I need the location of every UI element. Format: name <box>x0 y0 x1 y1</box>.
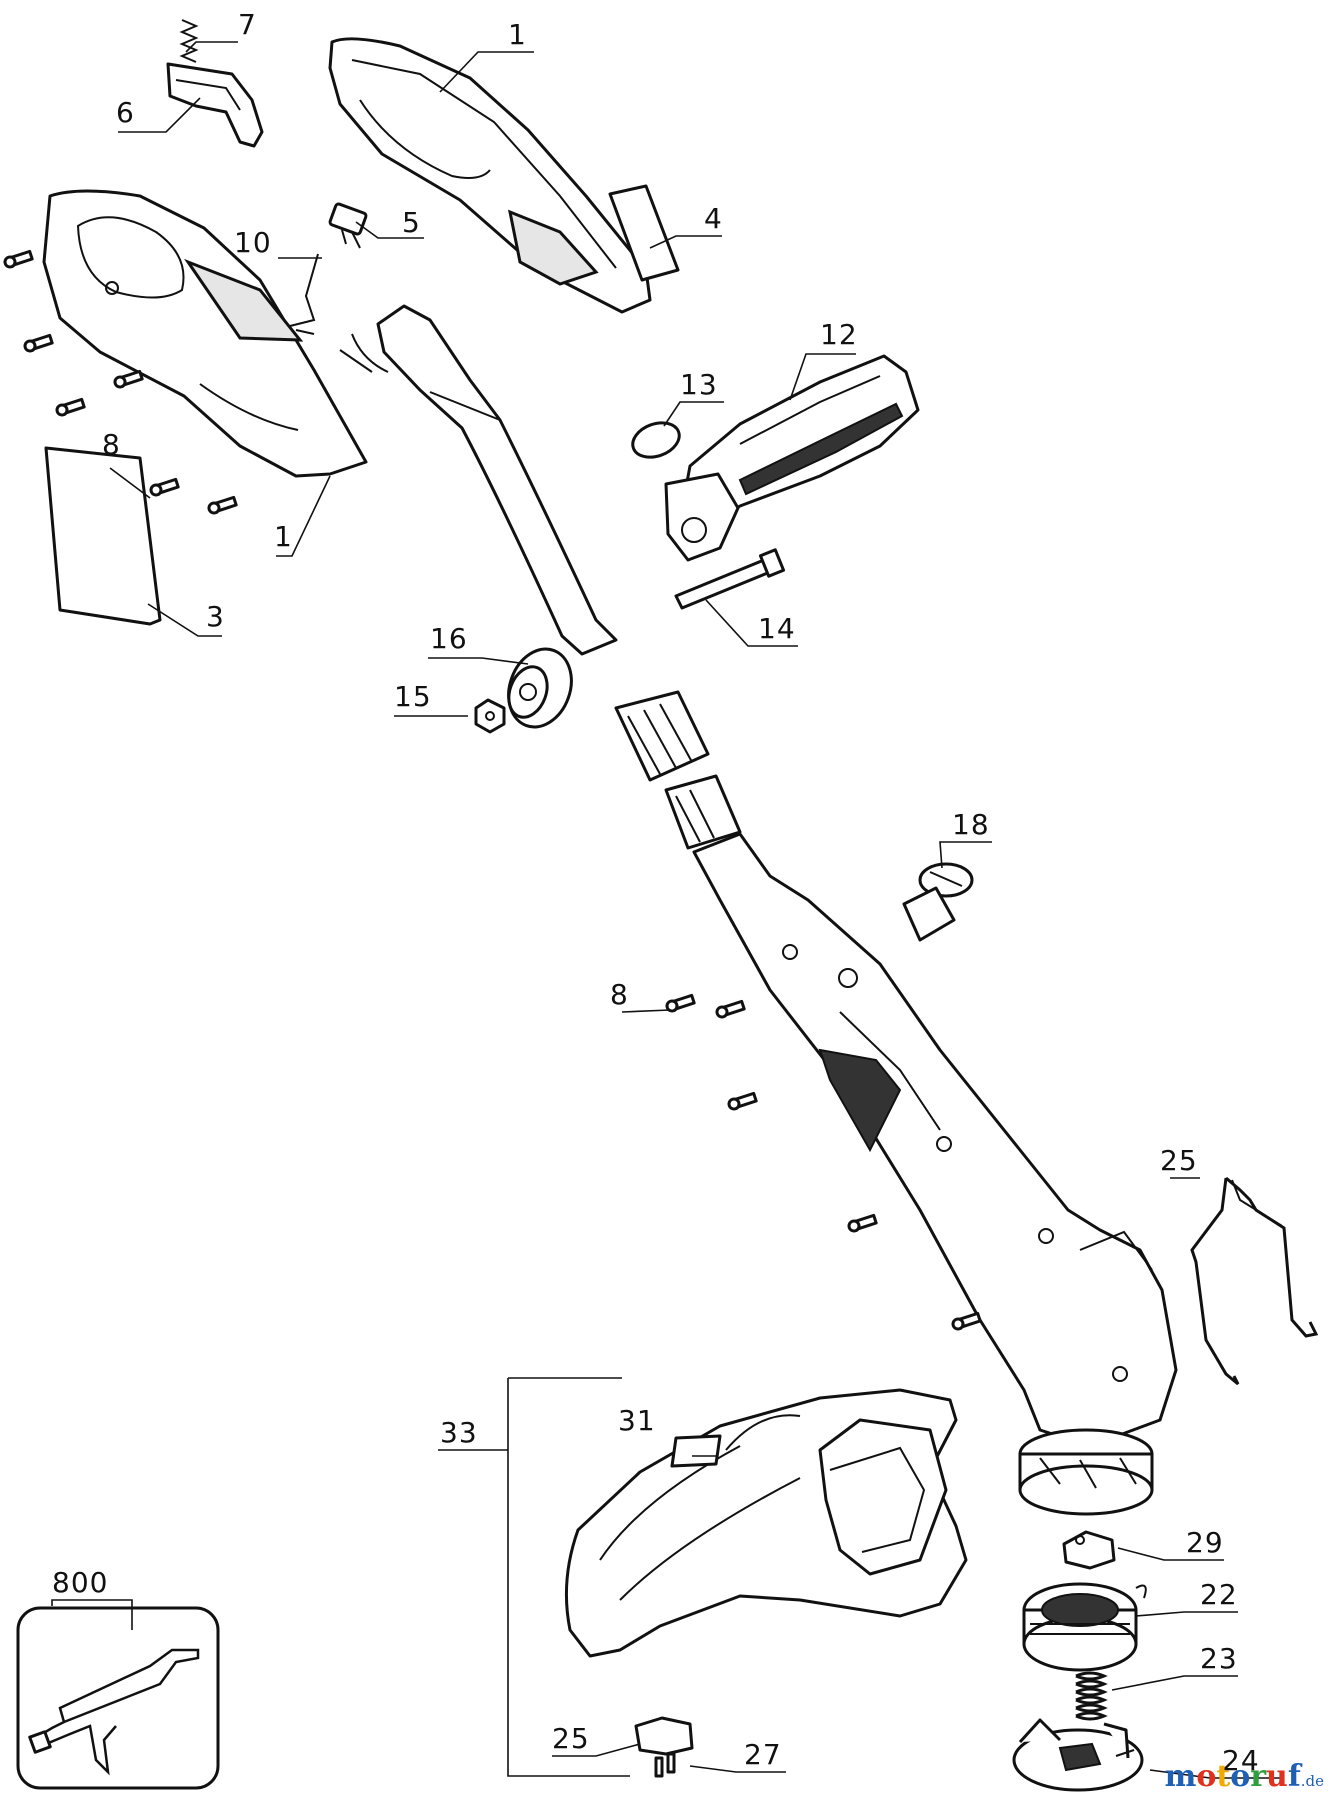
leader-lines <box>51 41 1280 1779</box>
watermark-letter: r <box>1250 1759 1267 1794</box>
nut-part-15 <box>474 698 506 734</box>
watermark-letter: u <box>1266 1759 1288 1794</box>
callout-29: 29 <box>1186 1526 1224 1559</box>
spring-part-7 <box>179 19 199 63</box>
callout-12: 12 <box>820 318 858 351</box>
knob-part-16 <box>507 647 573 729</box>
edge-guide-wire-part-25 <box>1190 1176 1319 1386</box>
aux-handle-part-12 <box>664 354 920 562</box>
lower-shaft-motor-housing <box>692 832 1178 1448</box>
callout-33: 33 <box>440 1416 478 1449</box>
callout-4: 4 <box>704 202 723 235</box>
clip-part-18 <box>902 862 974 942</box>
label-part-4 <box>608 184 680 282</box>
screws-lower-housing <box>665 993 982 1331</box>
guard-part-33 <box>564 1388 968 1658</box>
callout-16: 16 <box>430 622 468 655</box>
callout-22: 22 <box>1200 1578 1238 1611</box>
callout-10: 10 <box>234 226 272 259</box>
screws-upper-housing <box>3 249 238 515</box>
adjustment-collar <box>614 690 742 850</box>
callout-31: 31 <box>618 1404 656 1437</box>
housing-half-right-part-1 <box>328 37 652 314</box>
callout-14: 14 <box>758 612 796 645</box>
latch-part-29 <box>1062 1530 1116 1570</box>
callout-23: 23 <box>1200 1642 1238 1675</box>
callout-15: 15 <box>394 680 432 713</box>
watermark-letter: o <box>1196 1759 1217 1794</box>
watermark-letter: f <box>1287 1759 1301 1794</box>
callout-18: 18 <box>952 808 990 841</box>
label-part-31 <box>670 1434 722 1468</box>
callout-1-upper: 1 <box>508 18 527 51</box>
watermark-letter: o <box>1230 1759 1251 1794</box>
bolt-part-14 <box>674 548 786 610</box>
spool-part-22 <box>1022 1582 1147 1672</box>
callout-27: 25 <box>552 1722 590 1755</box>
label-part-3 <box>44 446 162 626</box>
bracket-part-27 <box>634 1716 694 1756</box>
callout-3: 3 <box>206 600 225 633</box>
watermark-logo: motoruf.de <box>1165 1759 1324 1794</box>
callout-8-lower: 8 <box>610 978 629 1011</box>
main-shaft <box>339 304 618 656</box>
callout-5: 5 <box>402 206 421 239</box>
spring-part-23 <box>1075 1671 1108 1721</box>
spool-cap-part-24 <box>1012 1718 1144 1792</box>
callout-13: 13 <box>680 368 718 401</box>
callout-24: 24 <box>1222 1744 1260 1777</box>
switch-part-5 <box>328 202 368 249</box>
watermark-letter: t <box>1216 1759 1231 1794</box>
trigger-lever-part-6 <box>166 62 264 148</box>
spool-housing-base <box>1018 1428 1154 1516</box>
callout-1-lower: 1 <box>274 520 293 553</box>
watermark-letter: m <box>1164 1759 1197 1794</box>
callout-800: 800 <box>52 1566 108 1599</box>
housing-half-left-part-1 <box>42 189 368 478</box>
callout-25: 25 <box>1160 1144 1198 1177</box>
screws-part-28 <box>654 1752 676 1778</box>
callout-6: 6 <box>116 96 135 129</box>
watermark-suffix: .de <box>1300 1772 1324 1790</box>
label-disc-part-13 <box>631 421 681 459</box>
assembly-inset-part-800 <box>16 1606 220 1790</box>
callout-28: 27 <box>744 1738 782 1771</box>
wire-clip-part-10 <box>289 253 319 335</box>
callout-labels: 7 6 1 5 4 10 8 1 3 12 13 14 16 15 18 8 2… <box>52 8 1260 1777</box>
callout-7: 7 <box>238 8 257 41</box>
callout-8-upper: 8 <box>102 428 121 461</box>
